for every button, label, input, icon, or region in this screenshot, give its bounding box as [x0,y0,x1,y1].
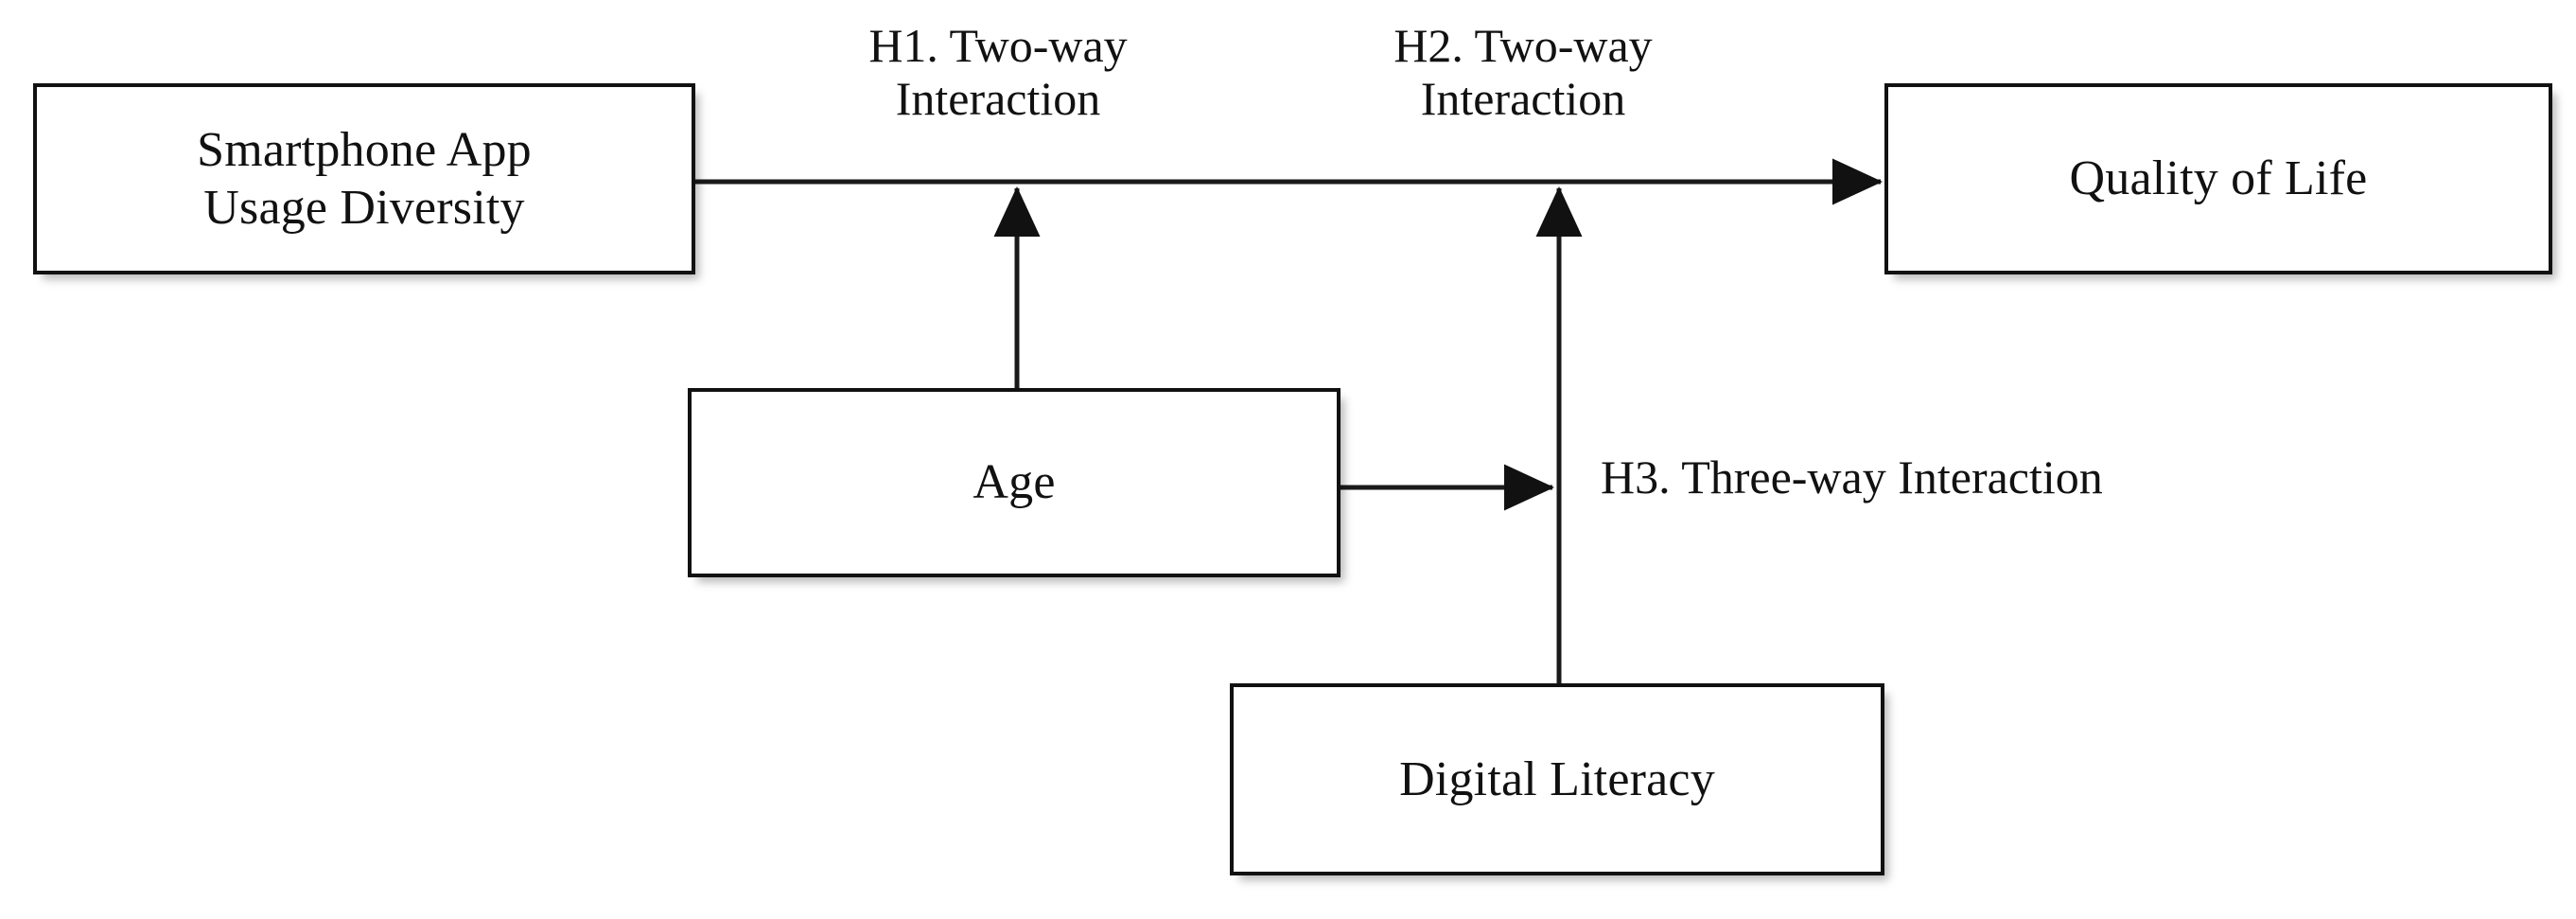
hypothesis-label-h2: H2. Two-way Interaction [1393,19,1653,125]
node-quality-of-life[interactable]: Quality of Life [1884,83,2552,274]
node-label-age: Age [973,455,1056,510]
hypothesis-label-h1: H1. Two-way Interaction [868,19,1128,125]
node-label-smartphone-app-usage-diversity: Smartphone App Usage Diversity [197,122,532,235]
node-age[interactable]: Age [688,388,1341,577]
node-smartphone-app-usage-diversity[interactable]: Smartphone App Usage Diversity [33,83,695,274]
hypothesis-label-h3: H3. Three-way Interaction [1601,451,2103,504]
node-label-quality-of-life: Quality of Life [2069,151,2368,206]
node-label-digital-literacy: Digital Literacy [1399,751,1715,806]
node-digital-literacy[interactable]: Digital Literacy [1230,683,1884,875]
